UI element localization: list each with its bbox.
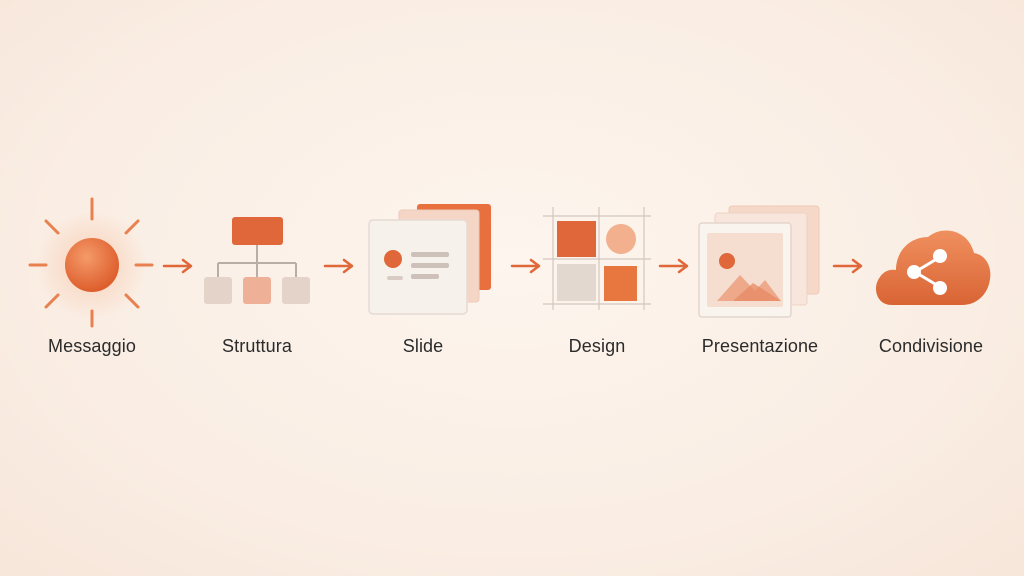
- sun-icon: [28, 197, 154, 328]
- image-slides-icon: [698, 205, 820, 318]
- slides-icon: [368, 204, 491, 315]
- arrow-right-icon: [323, 257, 355, 275]
- step-label-condivisione: Condivisione: [878, 336, 984, 356]
- org-chart-icon: [204, 217, 310, 304]
- arrow-right-icon: [832, 257, 864, 275]
- layout-grid-icon: [543, 207, 651, 310]
- arrow-right-icon: [510, 257, 542, 275]
- step-label-slide: Slide: [402, 336, 444, 356]
- arrow-right-icon: [658, 257, 690, 275]
- step-label-presentazione: Presentazione: [701, 336, 819, 356]
- step-label-messaggio: Messaggio: [48, 336, 136, 356]
- step-label-design: Design: [568, 336, 626, 356]
- cloud-share-icon: [876, 230, 991, 305]
- step-struttura: [200, 215, 315, 310]
- step-label-struttura: Struttura: [222, 336, 292, 356]
- step-messaggio: [28, 195, 158, 330]
- step-presentazione: [695, 203, 825, 321]
- arrow-right-icon: [162, 257, 194, 275]
- step-condivisione: [870, 215, 992, 310]
- step-slide: [365, 200, 495, 318]
- step-design: [543, 207, 653, 312]
